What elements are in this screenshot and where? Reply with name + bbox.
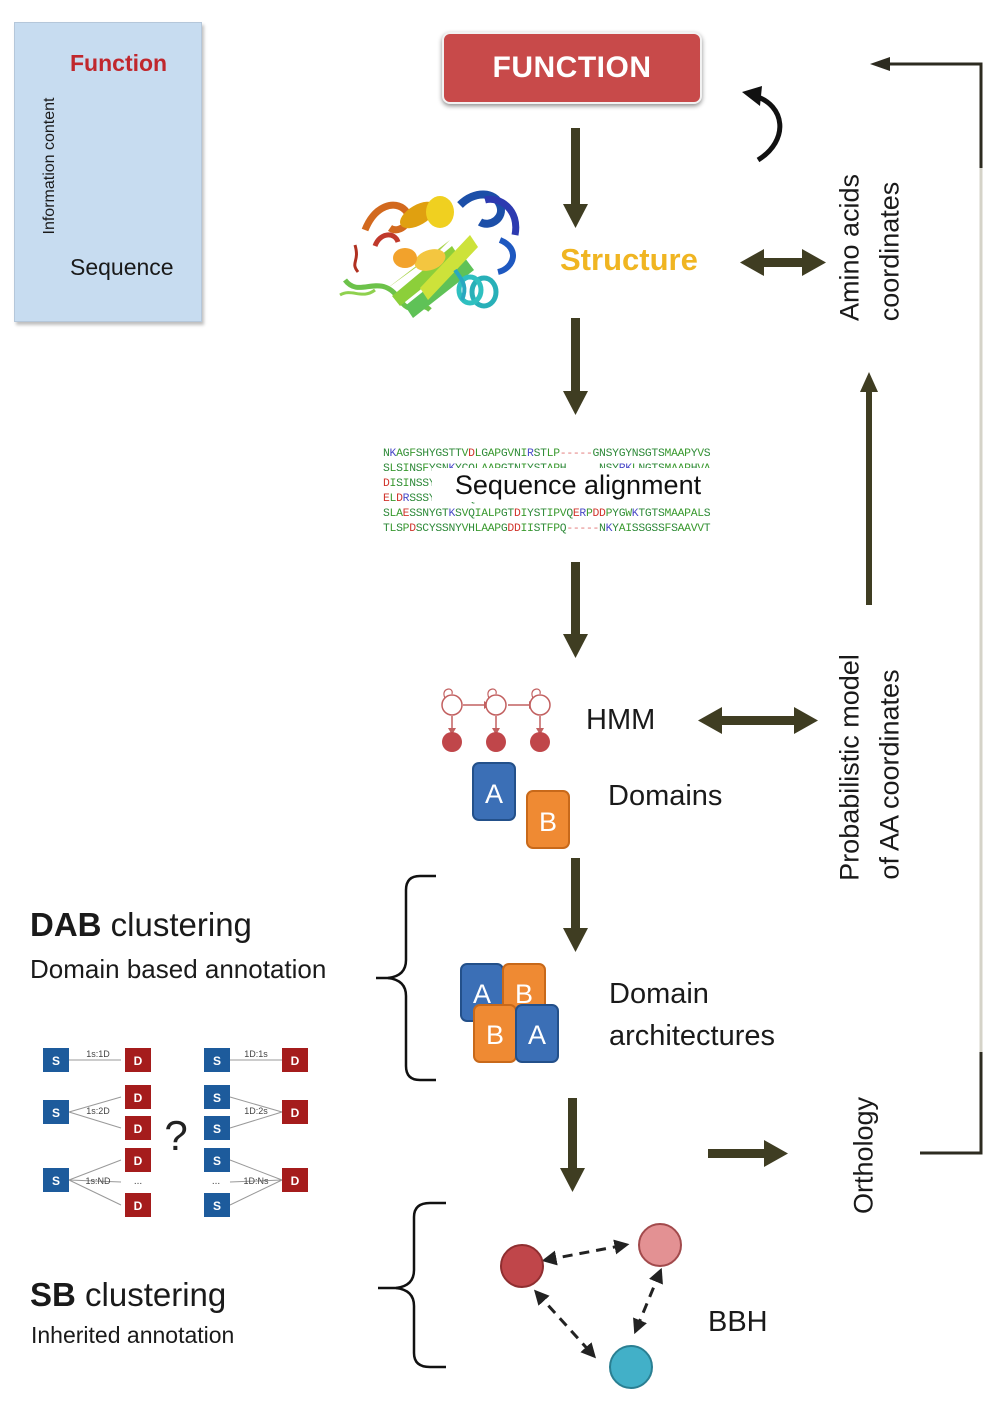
svg-text:S: S [213, 1054, 221, 1068]
domain-b-box [526, 790, 570, 849]
domains-label: Domains [608, 780, 723, 812]
amino-acids-label-1: Amino acids [834, 173, 865, 322]
alignment-row: SLAESSNYGTKSVQIALPGTDIYSTIPVQERPDDPYGWKT… [383, 508, 711, 520]
svg-text:D: D [291, 1174, 300, 1188]
hmm-chain-icon [441, 688, 551, 752]
bbh-network [500, 1223, 682, 1389]
dab-clustering-title: DAB clustering [30, 906, 252, 944]
domain-architectures-label-2: architectures [609, 1020, 776, 1052]
architecture-boxes: A B B A [460, 963, 559, 1063]
arrow-structure-to-alignment [563, 318, 588, 415]
curved-arrow-icon [742, 86, 783, 163]
legend-function-label: Function [70, 50, 168, 76]
svg-text:S: S [213, 1091, 221, 1105]
svg-text:D: D [134, 1199, 143, 1213]
rel-1sNd: 1s:ND [85, 1176, 111, 1186]
amino-acids-label-2: coordinates [874, 181, 905, 322]
orthology-mapping-right: 1D:1s 1D:2s 1D:Ns ... S S S S S D D D [204, 1048, 308, 1217]
svg-text:S: S [52, 1106, 60, 1120]
svg-text:S: S [52, 1054, 60, 1068]
alignment-row: NKAGFSHYGSTTVDLGAPGVNIRSTLP-----GNSYGYNS… [383, 448, 711, 460]
arrow-domains-to-architectures [563, 858, 588, 952]
double-arrow-hmm [698, 707, 818, 734]
alignment-row: TLSPDSCYSSNYVHLAAPGDDIISTFPQ-----NKYAISS… [383, 523, 711, 535]
arrow-architectures-to-bbh [560, 1098, 585, 1192]
svg-text:D: D [291, 1106, 300, 1120]
domain-boxes: A B [472, 762, 570, 849]
sb-clustering-subtitle: Inherited annotation [31, 1322, 235, 1348]
arch-a2-letter: A [528, 1020, 546, 1050]
domain-b-letter: B [539, 807, 557, 837]
svg-text:D: D [134, 1091, 143, 1105]
function-node: FUNCTION [442, 32, 702, 104]
orthology-mapping-left: 1s:1D 1s:2D 1s:ND ... S S S D D D D D [43, 1048, 151, 1217]
sb-brace [395, 1201, 446, 1369]
arrow-function-to-structure [563, 128, 588, 228]
svg-text:S: S [213, 1199, 221, 1213]
rel-1dNs: 1D:Ns [243, 1176, 269, 1186]
sb-title-bold: SB [30, 1276, 76, 1313]
protein-structure-icon [339, 190, 520, 318]
question-mark: ? [164, 1112, 187, 1159]
arrow-prob-to-amino [860, 372, 878, 605]
legend-axis-label: Information content [41, 97, 58, 235]
double-arrow-structure [740, 249, 826, 276]
svg-text:S: S [52, 1174, 60, 1188]
dab-title-rest: clustering [101, 906, 252, 943]
probabilistic-model-label-1: Probabilistic model [834, 654, 865, 881]
dots-left: ... [134, 1176, 142, 1187]
structure-label: Structure [560, 242, 698, 277]
orthology-label: Orthology [848, 1096, 879, 1215]
dots-right: ... [212, 1176, 220, 1187]
feedback-loop-connector [870, 57, 983, 1155]
domain-architectures-label-1: Domain [609, 978, 709, 1010]
bbh-label: BBH [708, 1306, 768, 1338]
rel-1s2d: 1s:2D [86, 1106, 110, 1116]
bbh-node-red [500, 1244, 544, 1288]
arrow-bbh-to-orthology [708, 1140, 788, 1167]
domain-a-letter: A [485, 779, 503, 809]
bbh-node-pink [638, 1223, 682, 1267]
domain-a-box [472, 762, 516, 821]
arch-b1-letter: B [515, 979, 533, 1009]
probabilistic-model-label-2: of AA coordinates [874, 669, 905, 880]
arch-a1-letter: A [473, 979, 491, 1009]
sb-title-rest: clustering [75, 1276, 227, 1313]
svg-text:D: D [291, 1054, 300, 1068]
svg-text:S: S [213, 1154, 221, 1168]
rel-1d1s: 1D:1s [244, 1049, 268, 1059]
svg-text:D: D [134, 1122, 143, 1136]
dab-title-bold: DAB [30, 906, 102, 943]
information-content-legend [14, 22, 202, 322]
arch-b2-letter: B [486, 1020, 504, 1050]
arch-a2-box [515, 1004, 559, 1063]
legend-sequence-label: Sequence [70, 254, 174, 280]
svg-text:S: S [213, 1122, 221, 1136]
sequence-alignment-label: Sequence alignment [432, 468, 724, 502]
bbh-node-teal [609, 1345, 653, 1389]
main-flow-arrows [560, 128, 878, 1192]
svg-text:D: D [134, 1154, 143, 1168]
dab-brace [387, 874, 436, 1082]
dab-clustering-subtitle: Domain based annotation [30, 954, 327, 984]
arrow-alignment-to-hmm [563, 562, 588, 658]
rel-1d2s: 1D:2s [244, 1106, 268, 1116]
hmm-label: HMM [586, 704, 656, 736]
rel-1s1d: 1s:1D [86, 1049, 110, 1059]
sb-clustering-title: SB clustering [30, 1276, 226, 1314]
svg-text:D: D [134, 1054, 143, 1068]
